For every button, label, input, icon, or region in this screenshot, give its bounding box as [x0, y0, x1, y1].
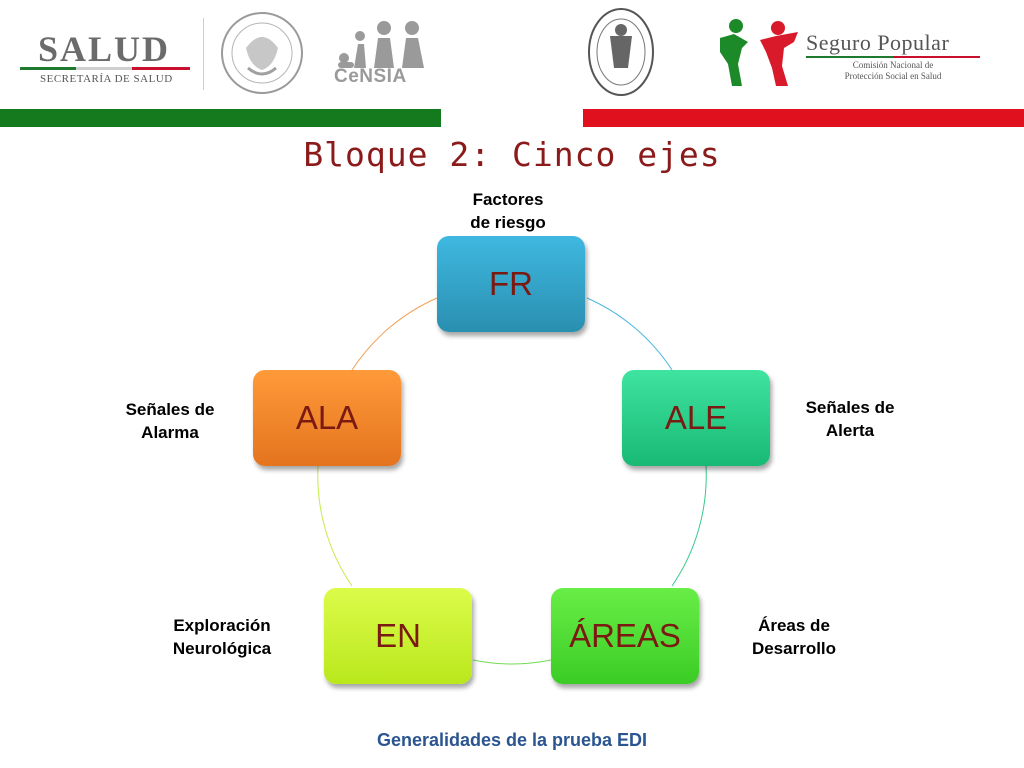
caption-ala: Señales de Alarma [100, 398, 240, 444]
footer-text: Generalidades de la prueba EDI [376, 730, 648, 750]
node-ale-label: ALE [664, 399, 728, 436]
caption-en: Exploración Neurológica [152, 614, 292, 660]
caption-ale-line2: Alerta [825, 421, 875, 440]
ring-arc-areas-en [472, 659, 552, 665]
caption-fr-line2: de riesgo [470, 213, 546, 232]
caption-ale: Señales de Alerta [780, 396, 920, 442]
salud-logo-line [20, 67, 190, 70]
ring-arc-fr-ale [586, 297, 673, 371]
seguro-popular-subtitle: Comisión Nacional de Protección Social e… [806, 60, 980, 82]
caption-areas-line1: Áreas de [758, 616, 830, 635]
censia-logo-figures [338, 21, 424, 68]
caption-en-line1: Exploración [173, 616, 271, 635]
header-red-bar [583, 109, 1024, 127]
caption-en-line2: Neurológica [172, 639, 272, 658]
salud-logo-title: SALUD [38, 29, 171, 69]
caption-fr-line1: Factores [472, 190, 544, 209]
caption-ale-line1: Señales de [805, 398, 895, 417]
page-title: Bloque 2: Cinco ejes [303, 135, 721, 174]
node-fr: FR [437, 236, 585, 332]
hospital-seal [588, 8, 654, 96]
node-areas: ÁREAS [551, 588, 699, 684]
salud-logo-subtitle: SECRETARÍA DE SALUD [40, 73, 173, 85]
node-en: EN [324, 588, 472, 684]
ring-arc-ale-areas [671, 465, 707, 587]
coat-of-arms-seal [221, 12, 303, 94]
caption-areas-line2: Desarrollo [751, 639, 837, 658]
logo-separator [203, 18, 204, 90]
seguro-popular-figures [720, 19, 798, 86]
node-ale: ALE [622, 370, 770, 466]
header-green-bar [0, 109, 441, 127]
node-areas-label: ÁREAS [569, 617, 681, 654]
seguro-popular-subtitle-line1: Comisión Nacional de [852, 60, 934, 70]
node-ala-label: ALA [295, 399, 359, 436]
seguro-popular-subtitle-line2: Protección Social en Salud [844, 71, 942, 81]
caption-ala-line2: Alarma [141, 423, 199, 442]
ring-arc-en-ala [317, 465, 353, 587]
caption-areas: Áreas de Desarrollo [724, 614, 864, 660]
caption-fr: Factores de riesgo [438, 188, 578, 234]
node-fr-label: FR [489, 265, 533, 302]
node-en-label: EN [375, 617, 421, 654]
censia-logo-title: CeNSIA [334, 66, 407, 87]
seguro-popular-line [806, 56, 980, 58]
node-ala: ALA [253, 370, 401, 466]
seguro-popular-title: Seguro Popular [806, 30, 950, 55]
ring-arc-ala-fr [351, 297, 438, 371]
caption-ala-line1: Señales de [125, 400, 215, 419]
